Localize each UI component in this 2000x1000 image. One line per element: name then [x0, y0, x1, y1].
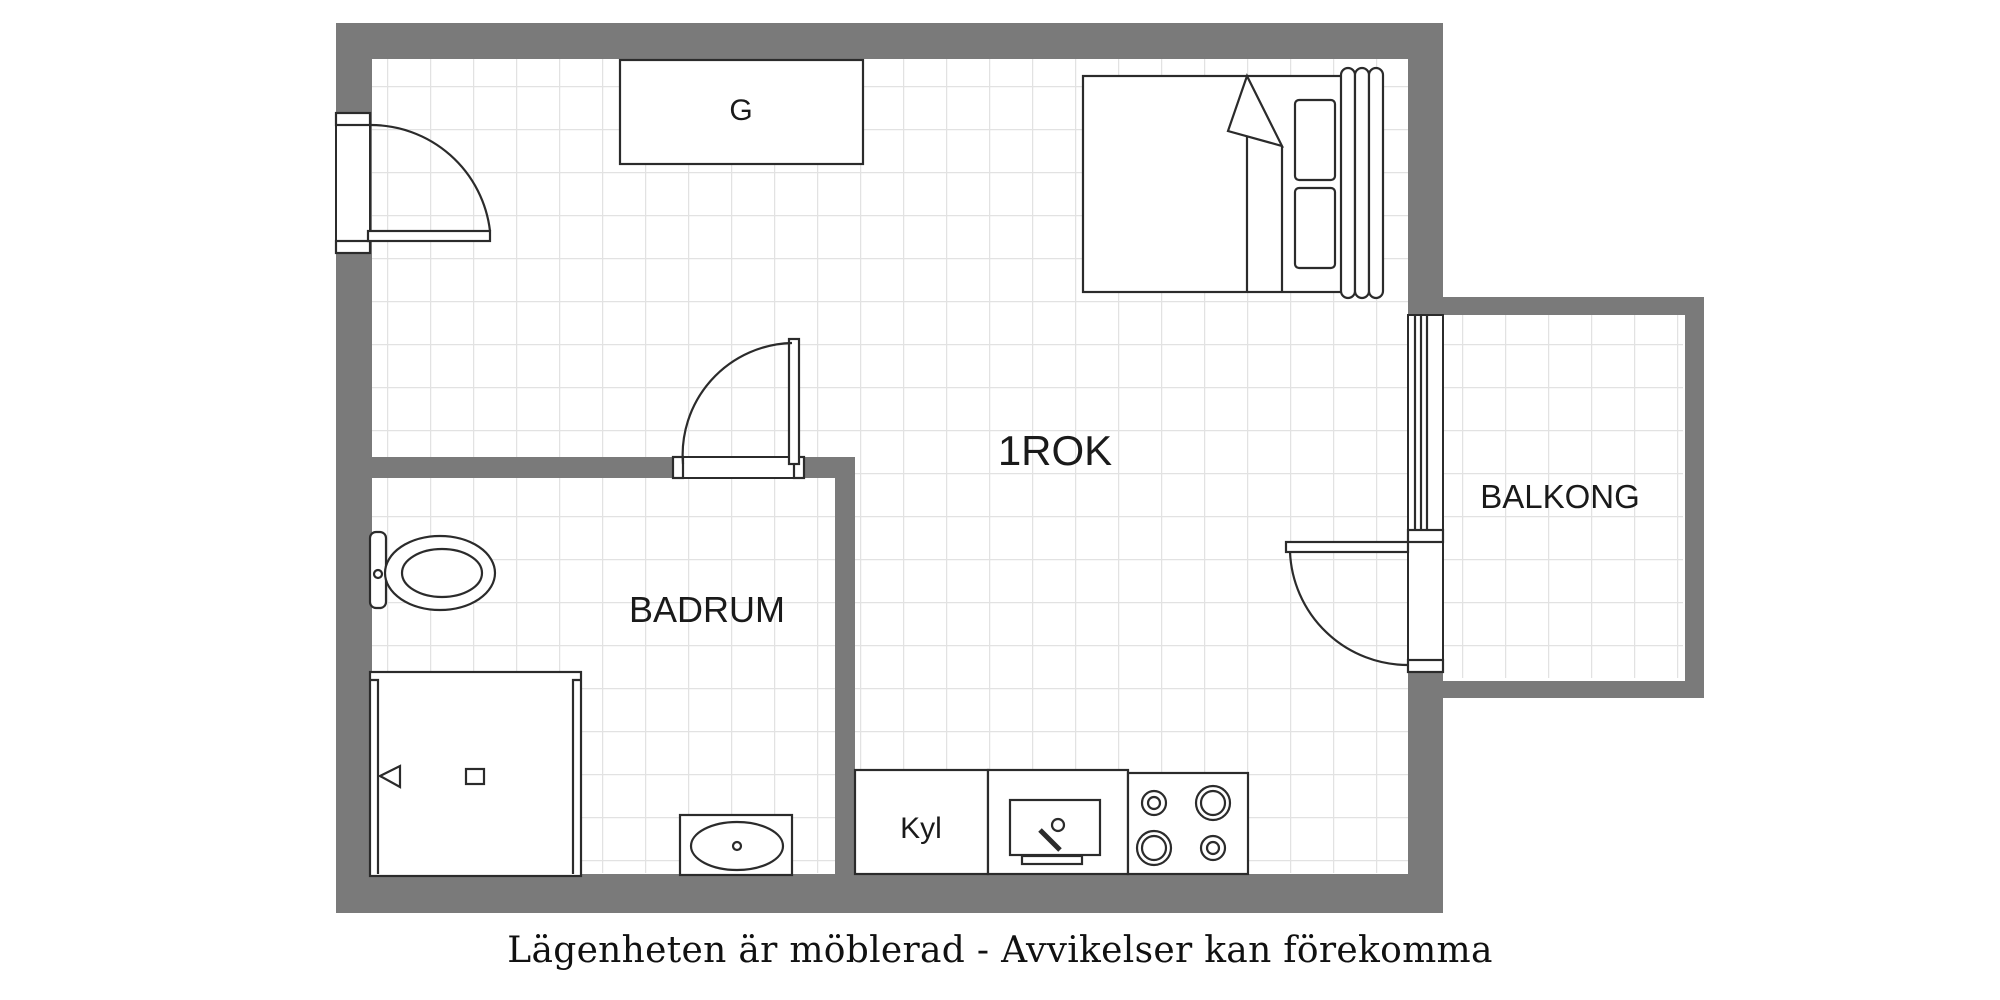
stove	[1126, 771, 1250, 876]
fridge: Kyl	[853, 768, 990, 876]
main-room-label: 1ROK	[998, 427, 1112, 474]
balcony-door[interactable]	[1284, 314, 1445, 674]
sink	[678, 813, 794, 877]
balcony-floor	[1430, 315, 1683, 678]
fridge-label: Kyl	[900, 812, 942, 845]
balcony-label: BALKONG	[1480, 478, 1640, 515]
bathroom-door[interactable]	[671, 337, 806, 480]
balcony-walls	[1408, 297, 1704, 698]
kitchen-sink	[986, 768, 1130, 876]
table-label: G	[729, 94, 752, 127]
shower	[368, 670, 583, 878]
disclaimer-caption: Lägenheten är möblerad - Avvikelser kan …	[507, 930, 1493, 971]
toilet	[368, 530, 497, 612]
table: G	[618, 58, 865, 166]
bathroom-label: BADRUM	[629, 589, 785, 630]
bed	[1081, 66, 1385, 300]
entrance-door[interactable]	[334, 111, 492, 255]
